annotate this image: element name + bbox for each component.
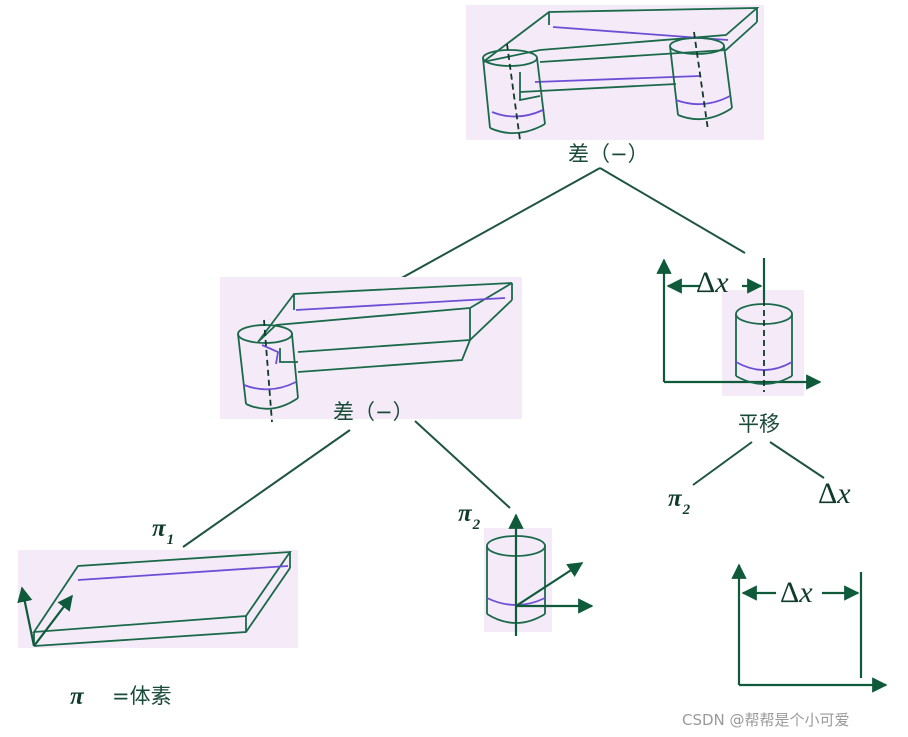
delta-x-bottom-label: Δx: [780, 576, 813, 609]
root-right-branch: [599, 167, 746, 254]
pi1-label: π1: [152, 515, 174, 548]
primitive-cylinder: [484, 513, 594, 636]
legend-text: =体素: [112, 684, 172, 708]
delta-x-axes: [731, 563, 888, 693]
root-difference-label: 差（−）: [568, 142, 649, 166]
root-result-solid: [466, 5, 764, 141]
translate-label: 平移: [738, 412, 780, 436]
watermark: CSDN @帮帮是个小可爱: [682, 711, 850, 729]
delta-x-node-label: Δx: [818, 477, 851, 510]
translate-left-branch: [692, 441, 753, 486]
pi2-label: π2: [458, 500, 481, 533]
legend-pi-symbol: π: [70, 683, 85, 710]
middle-difference-label: 差（−）: [333, 400, 414, 424]
translated-cylinder: [656, 258, 822, 396]
middle-right-branch: [414, 420, 511, 509]
pi2-translate-label: π2: [668, 485, 691, 518]
delta-x-top-label: Δx: [696, 266, 729, 299]
middle-result-solid: [220, 277, 522, 423]
translate-right-branch: [769, 441, 825, 479]
primitive-slab: [17, 550, 298, 648]
root-left-branch: [379, 167, 601, 291]
middle-left-branch: [182, 429, 351, 548]
